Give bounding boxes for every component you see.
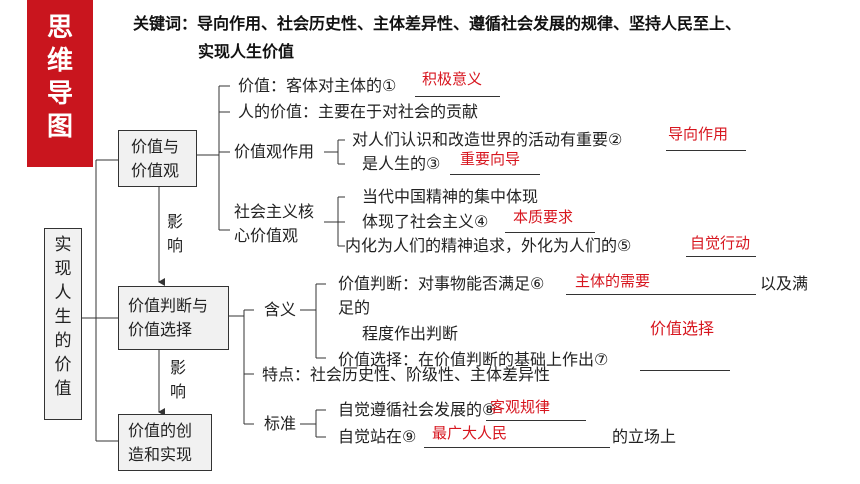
influence-label: 响 xyxy=(170,382,187,401)
answer-1: 积极意义 xyxy=(422,70,483,88)
banner-char: 维 xyxy=(46,46,73,76)
root-char: 人 xyxy=(54,283,72,303)
answer-blank xyxy=(424,447,610,448)
standard-people: 自觉站在⑨ xyxy=(338,427,417,446)
core-value-item: 当代中国精神的集中体现 xyxy=(362,187,539,206)
keywords-line-1: 关键词：导向作用、社会历史性、主体差异性、遵循社会发展的规律、坚持人民至上、 xyxy=(133,14,742,33)
feature: 特点：社会历史性、阶级性、主体差异性 xyxy=(262,365,551,384)
banner-char: 图 xyxy=(46,112,73,142)
mind-map-banner: 思 维 导 图 xyxy=(27,0,93,167)
role-guidance: 对人们认识和改造世界的活动有重要② xyxy=(352,130,623,149)
core-values-label-2: 心价值观 xyxy=(234,226,299,245)
value-definition: 价值：客体对主体的① xyxy=(238,76,397,95)
banner-char: 思 xyxy=(46,13,73,43)
root-char: 生 xyxy=(54,307,72,327)
answer-blank xyxy=(640,370,730,371)
answer-9: 最广大人民 xyxy=(432,424,508,442)
node-line: 造和实现 xyxy=(128,445,193,464)
root-char: 实 xyxy=(54,235,72,255)
core-values-label-1: 社会主义核 xyxy=(234,202,315,221)
human-value: 人的价值：主要在于对社会的贡献 xyxy=(238,102,479,121)
value-view-role: 价值观作用 xyxy=(234,142,315,161)
judgment-definition-cont: 足的 xyxy=(338,298,371,317)
judgment-degree: 程度作出判断 xyxy=(362,324,459,343)
answer-2: 导向作用 xyxy=(668,125,729,143)
answer-blank xyxy=(450,174,540,175)
answer-8: 客观规律 xyxy=(490,398,551,416)
judgment-definition-tail: 以及满 xyxy=(760,274,809,293)
node-line: 价值的创 xyxy=(128,421,193,440)
node-judgment-choice: 价值判断与 价值选择 xyxy=(118,286,229,350)
node-line: 价值与 xyxy=(131,137,180,156)
banner-char: 导 xyxy=(46,79,73,109)
influence-label: 影 xyxy=(167,212,184,231)
root-char: 的 xyxy=(54,331,72,351)
root-char: 价 xyxy=(54,355,72,375)
influence-label: 响 xyxy=(167,236,184,255)
answer-3: 重要向导 xyxy=(460,150,521,168)
meaning-label: 含义 xyxy=(264,300,297,319)
keywords-line-2: 实现人生价值 xyxy=(198,42,295,61)
answer-blank xyxy=(505,232,595,233)
choice-definition: 价值选择：在价值判断的基础上作出⑦ xyxy=(338,350,609,369)
answer-blank xyxy=(415,96,500,97)
root-char: 值 xyxy=(54,379,72,399)
answer-blank xyxy=(686,256,756,257)
node-create-realize: 价值的创 造和实现 xyxy=(118,414,212,471)
standard-law: 自觉遵循社会发展的⑧ xyxy=(338,400,497,419)
node-line: 价值选择 xyxy=(128,320,193,339)
root-node: 实 现 人 生 的 价 值 xyxy=(44,228,82,420)
node-line: 价值观 xyxy=(131,161,180,180)
answer-blank xyxy=(666,150,746,151)
answer-6: 主体的需要 xyxy=(575,272,651,290)
judgment-definition: 价值判断：对事物能否满足⑥ xyxy=(338,274,545,293)
node-values-view: 价值与 价值观 xyxy=(118,130,197,187)
role-guide: 是人生的③ xyxy=(362,154,441,173)
answer-blank xyxy=(486,420,586,421)
standard-people-tail: 的立场上 xyxy=(612,427,677,446)
answer-blank xyxy=(566,294,756,295)
answer-5: 自觉行动 xyxy=(690,234,751,252)
answer-4: 本质要求 xyxy=(513,208,574,226)
standard-label: 标准 xyxy=(264,414,297,433)
core-value-item: 内化为人们的精神追求，外化为人们的⑤ xyxy=(345,236,632,255)
root-char: 现 xyxy=(54,259,72,279)
core-value-item: 体现了社会主义④ xyxy=(362,212,489,231)
answer-7: 价值选择 xyxy=(650,319,715,338)
influence-label: 影 xyxy=(170,358,187,377)
node-line: 价值判断与 xyxy=(128,296,209,315)
